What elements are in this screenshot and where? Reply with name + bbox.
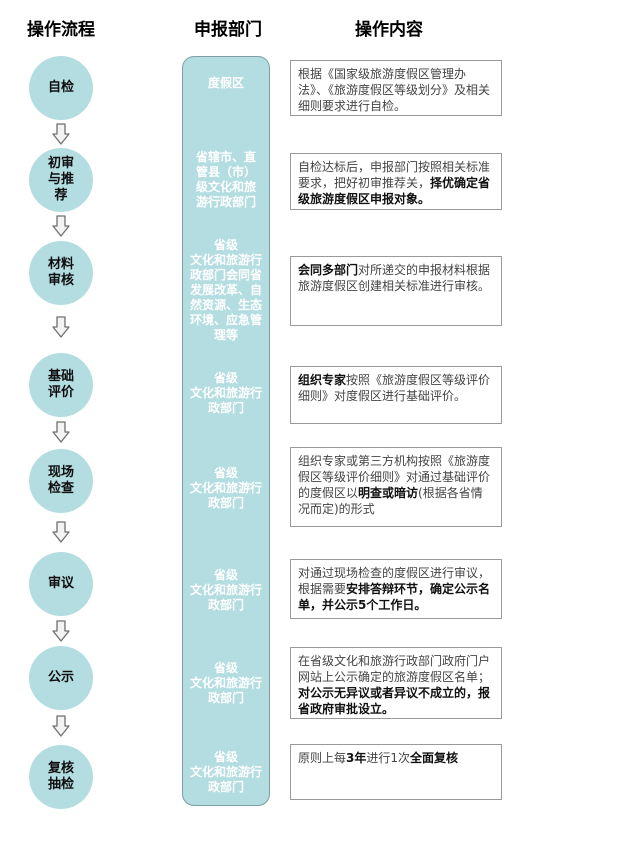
step-8-department: 省级 文化和旅游行 政部门 — [189, 749, 262, 794]
content-segment: 对所递交的申报材料根据旅游度假区创建相关标准进行审核。 — [298, 263, 491, 293]
step-4-department: 省级 文化和旅游行 政部门 — [189, 370, 262, 415]
content-segment: 根据《国家级旅游度假区管理办法》、《旅游度假区等级划分》及相关细则要求进行自检。 — [298, 67, 491, 113]
step-2-node: 初审 与推 荐 — [29, 148, 93, 212]
step-2-content: 自检达标后，申报部门按照相关标准要求，把好初审推荐关，择优确定省级旅游度假区申报… — [290, 153, 502, 210]
content-segment: 组织专家或第三方机构按照《旅游度假区等级评价细则》对通过基础评价的度假区以 — [298, 454, 491, 500]
step-3-content: 会同多部门对所递交的申报材料根据旅游度假区创建相关标准进行审核。 — [290, 256, 502, 326]
content-segment: 按照《旅游度假区等级评价细则》对度假区进行基础评价。 — [298, 373, 491, 403]
step-7-content: 在省级文化和旅游行政部门政府门户网站上公示确定的旅游度假区名单；对公示无异议或者… — [290, 647, 502, 719]
down-arrow-icon — [52, 215, 70, 237]
content-segment: 自检达标后，申报部门按照相关标准要求，把好初审推荐关， — [298, 160, 491, 190]
content-segment: 在省级文化和旅游行政部门政府门户网站上公示确定的旅游度假区名单； — [298, 654, 491, 684]
step-7-node: 公示 — [29, 646, 93, 710]
content-segment: 对通过现场检查的度假区进行审议，根据需要 — [298, 566, 491, 596]
content-segment: 会同多部门 — [298, 263, 359, 277]
down-arrow-icon — [52, 316, 70, 338]
step-6-node: 审议 — [29, 552, 93, 616]
step-7-department: 省级 文化和旅游行 政部门 — [189, 660, 262, 705]
step-1-node: 自检 — [29, 56, 93, 120]
down-arrow-icon — [52, 123, 70, 145]
step-5-content: 组织专家或第三方机构按照《旅游度假区等级评价细则》对通过基础评价的度假区以明查或… — [290, 447, 502, 527]
content-segment: 明查或暗访 — [358, 486, 419, 500]
content-segment: 进行1次 — [366, 751, 411, 765]
step-8-node: 复核 抽检 — [29, 745, 93, 809]
step-3-node: 材料 审核 — [29, 241, 93, 305]
step-5-department: 省级 文化和旅游行 政部门 — [189, 465, 262, 510]
step-5-node: 现场 检查 — [29, 449, 93, 513]
header-department: 申报部门 — [194, 20, 262, 40]
down-arrow-icon — [52, 521, 70, 543]
down-arrow-icon — [52, 620, 70, 642]
down-arrow-icon — [52, 421, 70, 443]
step-1-department: 度假区 — [207, 75, 244, 90]
step-4-content: 组织专家按照《旅游度假区等级评价细则》对度假区进行基础评价。 — [290, 366, 502, 424]
step-4-node: 基础 评价 — [29, 353, 93, 417]
content-segment: 原则上每 — [298, 751, 347, 765]
content-segment: 安排答辩环节，确定公示名单，并公示5个工作日。 — [298, 582, 491, 612]
header-process: 操作流程 — [27, 20, 95, 40]
content-segment: 3年 — [346, 751, 367, 765]
step-1-content: 根据《国家级旅游度假区管理办法》、《旅游度假区等级划分》及相关细则要求进行自检。 — [290, 60, 502, 116]
header-content: 操作内容 — [355, 20, 423, 40]
step-2-department: 省辖市、直 管县（市） 级文化和旅 游行政部门 — [195, 150, 256, 209]
content-segment: 对公示无异议或者异议不成立的，报省政府审批设立。 — [298, 686, 491, 716]
step-6-department: 省级 文化和旅游行 政部门 — [189, 567, 262, 612]
department-column — [182, 56, 270, 806]
content-segment: 择优确定省级旅游度假区申报对象。 — [298, 176, 491, 206]
step-3-department: 省级 文化和旅游行 政部门会同省 发展改革、自 然资源、生态 环境、应急管 理等 — [189, 237, 262, 342]
down-arrow-icon — [52, 715, 70, 737]
content-segment: 组织专家 — [298, 373, 347, 387]
step-8-content: 原则上每3年进行1次全面复核 — [290, 744, 502, 800]
step-6-content: 对通过现场检查的度假区进行审议，根据需要安排答辩环节，确定公示名单，并公示5个工… — [290, 559, 502, 619]
content-segment: (根据各省情况而定)的形式 — [298, 486, 483, 516]
content-segment: 全面复核 — [410, 751, 459, 765]
